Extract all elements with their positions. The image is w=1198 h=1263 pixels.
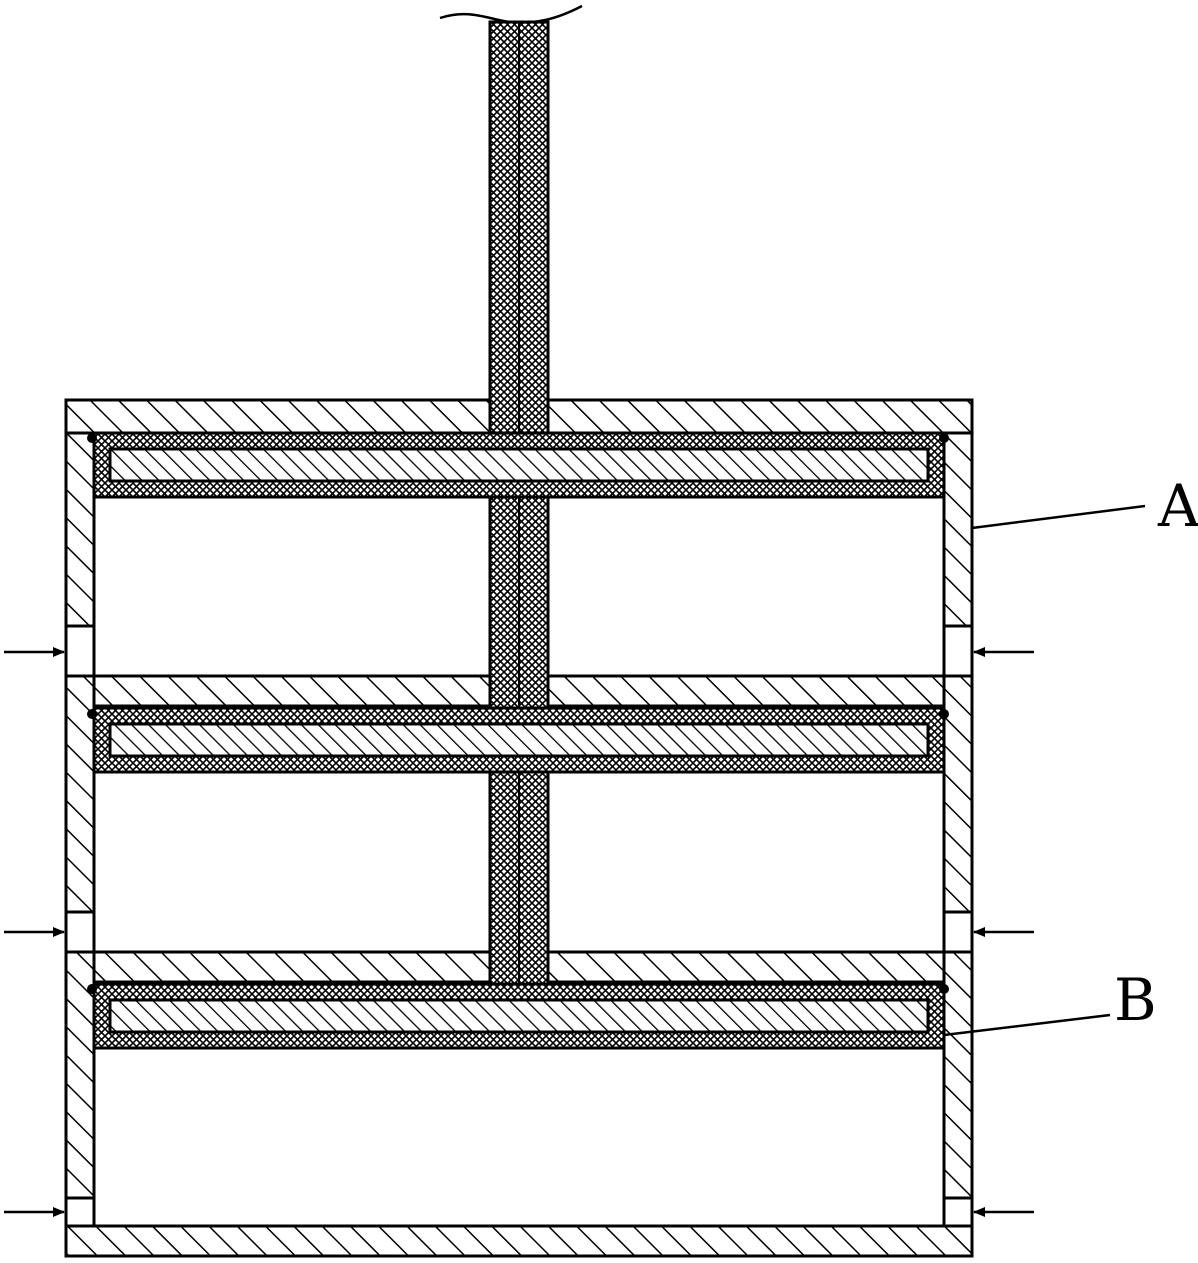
pivot-dot bbox=[939, 433, 949, 443]
housing-left-window bbox=[64, 1196, 96, 1228]
pivot-dot bbox=[87, 433, 97, 443]
callout-b-label: B bbox=[1114, 966, 1157, 1034]
pivot-dot bbox=[939, 984, 949, 994]
housing-right-window bbox=[942, 624, 974, 678]
housing-right-window bbox=[942, 1196, 974, 1228]
callout-a-leader bbox=[971, 504, 1146, 530]
housing-left-window bbox=[64, 910, 96, 954]
stirring-plate-2-core bbox=[108, 722, 930, 758]
pivot-dot bbox=[87, 709, 97, 719]
partition-upper-left bbox=[92, 674, 492, 708]
housing-left-wall-segment bbox=[64, 431, 96, 628]
housing-left-window bbox=[64, 624, 96, 678]
shaft-assembly bbox=[87, 20, 949, 1050]
callouts: A B bbox=[943, 472, 1198, 1037]
input-arrows bbox=[4, 647, 1034, 1217]
partition-lower-right bbox=[546, 950, 946, 984]
housing-right-wall-segment bbox=[942, 431, 974, 628]
pivot-dot bbox=[939, 709, 949, 719]
housing-bottom-wall bbox=[64, 1224, 974, 1258]
callout-b-leader bbox=[943, 1013, 1111, 1037]
stirring-plate-3-core bbox=[108, 998, 930, 1034]
housing-right-window bbox=[942, 910, 974, 954]
callout-a-label: A bbox=[1157, 472, 1198, 540]
partition-upper-right bbox=[546, 674, 946, 708]
stirring-plate-1-core bbox=[108, 447, 930, 483]
partition-lower-left bbox=[92, 950, 492, 984]
pivot-dot bbox=[87, 984, 97, 994]
shaft-break-line bbox=[439, 4, 583, 24]
housing bbox=[64, 398, 974, 1258]
